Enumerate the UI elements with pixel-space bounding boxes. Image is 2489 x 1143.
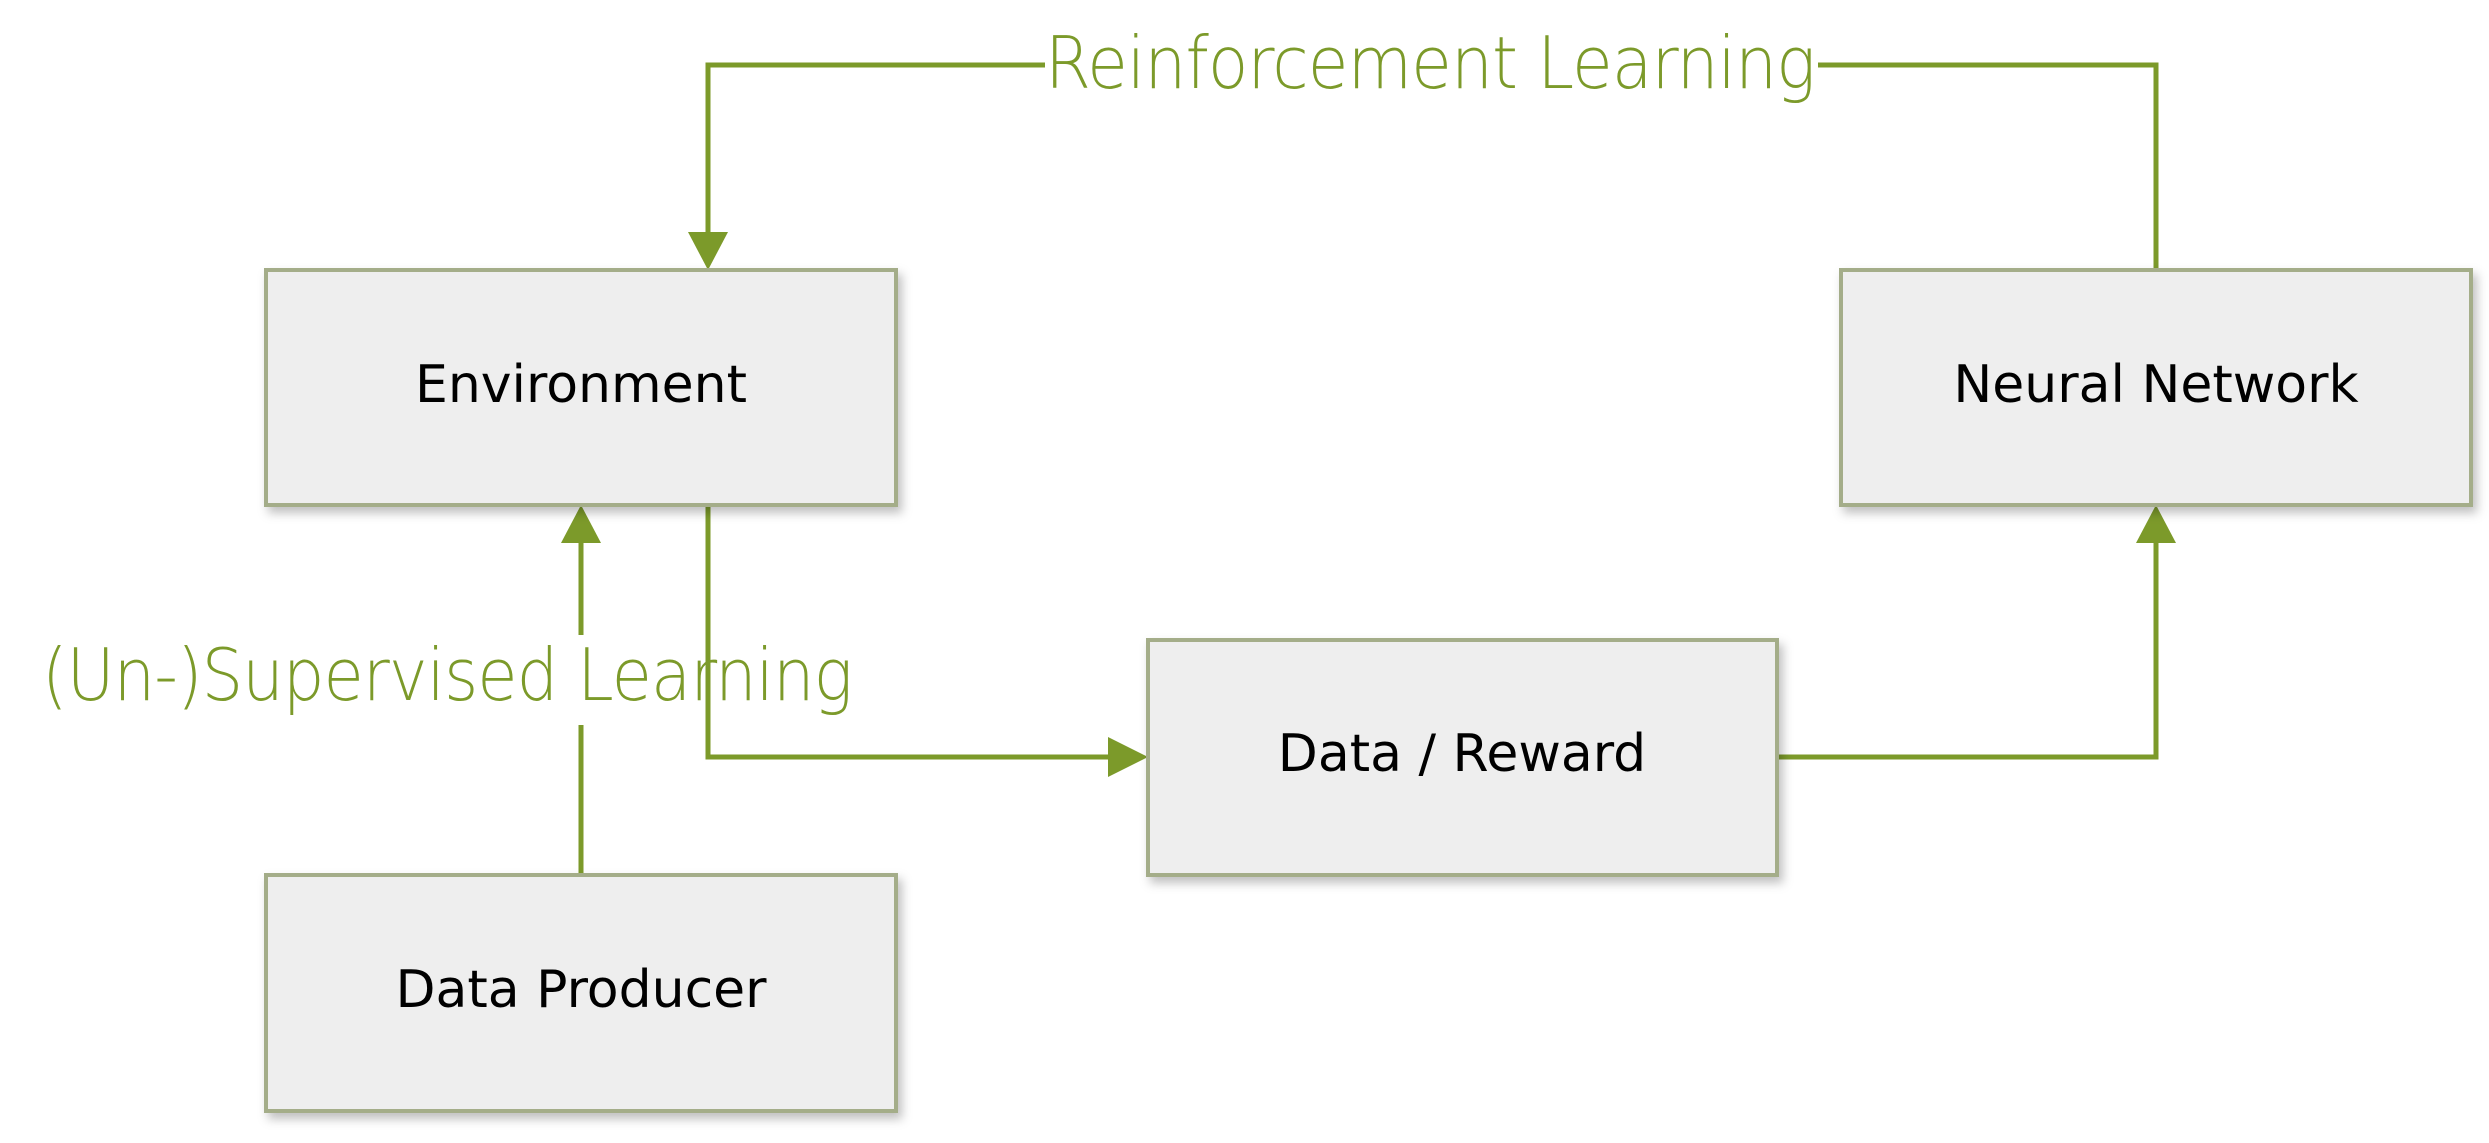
data-producer-label: Data Producer [395,960,767,1020]
reinforcement-learning-connector [1818,62,2159,270]
node-data-producer: Data Producer [264,873,898,1113]
node-neural-network: Neural Network [1839,268,2473,507]
node-environment: Environment [264,268,898,507]
edge-environment-to-data [705,505,1148,777]
arrow-to-environment-icon [688,232,728,270]
neural-network-label: Neural Network [1953,355,2358,415]
data-to-network-connector [1777,541,2159,760]
supervised-learning-label: (Un-)Supervised Learning [42,633,852,717]
reinforcement-learning-connector-left [705,62,1045,236]
edge-data-to-network [1777,505,2176,760]
arrow-to-environment-from-producer-icon [561,505,601,543]
arrow-to-data-reward-icon [1108,737,1148,777]
reinforcement-learning-label: Reinforcement Learning [1045,21,1815,105]
environment-label: Environment [415,355,747,415]
node-data-reward: Data / Reward [1146,638,1779,877]
edge-reinforcement-learning: Reinforcement Learning [688,21,2159,270]
data-reward-label: Data / Reward [1278,724,1646,784]
environment-to-data-connector [705,505,1110,760]
edge-supervised-learning: (Un-)Supervised Learning [42,505,853,875]
arrow-to-neural-network-icon [2136,505,2176,543]
